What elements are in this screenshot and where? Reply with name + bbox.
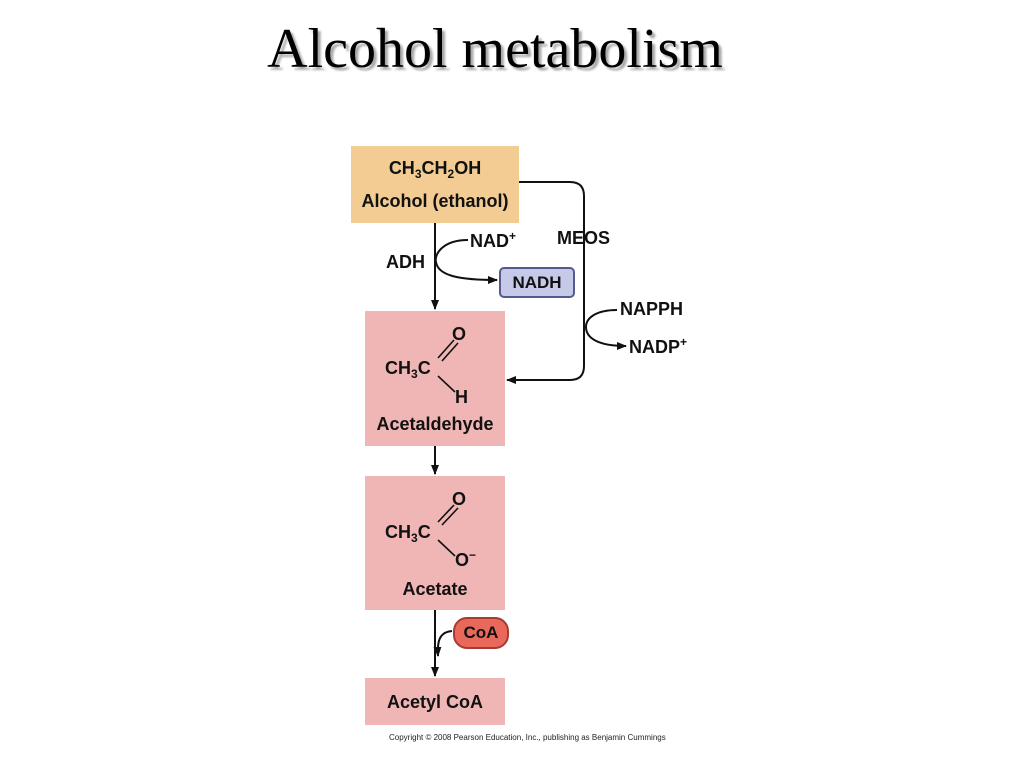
acetate-group: CH3C	[385, 522, 431, 545]
nad-plus-label: NAD+	[470, 229, 517, 251]
meos-arrow	[506, 181, 585, 384]
acetaldehyde-name: Acetaldehyde	[376, 414, 494, 434]
acetaldehyde-oxygen: O	[452, 324, 467, 344]
acetaldehyde-group: CH3C	[385, 358, 431, 381]
adh-label: ADH	[386, 252, 425, 272]
acetate-box	[365, 476, 505, 610]
ethanol-box	[351, 146, 519, 223]
acetaldehyde-double-bond-a	[437, 339, 455, 359]
nadh-product: NADH	[499, 267, 575, 298]
acetyl-coa-name: Acetyl CoA	[386, 692, 484, 712]
napph-nadp-curve	[584, 309, 627, 350]
acetate-oxygen: O	[452, 489, 467, 509]
acetaldehyde-box	[365, 311, 505, 446]
copyright-notice: Copyright © 2008 Pearson Education, Inc.…	[389, 733, 666, 742]
ethanol-formula: CH3CH2OH	[388, 158, 482, 181]
acetaldehyde-single-bond	[437, 375, 456, 393]
acetate-double-bond-b	[441, 507, 459, 526]
nadp-plus-label: NADP+	[629, 335, 688, 357]
acetyl-coa-box	[365, 678, 505, 725]
napph-label: NAPPH	[620, 299, 684, 319]
acetate-oxide: O−	[455, 548, 477, 570]
coa-join-curve	[433, 630, 453, 657]
slide-title: Alcohol metabolism	[267, 18, 723, 80]
acetate-name: Acetate	[402, 579, 468, 599]
nad-nadh-curve	[434, 239, 498, 284]
acetaldehyde-hydrogen: H	[455, 387, 468, 407]
acetate-double-bond-a	[437, 504, 455, 523]
acetaldehyde-double-bond-b	[441, 342, 459, 362]
coa-input: CoA	[453, 617, 509, 649]
acetate-single-bond	[437, 539, 456, 557]
ethanol-name: Alcohol (ethanol)	[361, 191, 509, 211]
